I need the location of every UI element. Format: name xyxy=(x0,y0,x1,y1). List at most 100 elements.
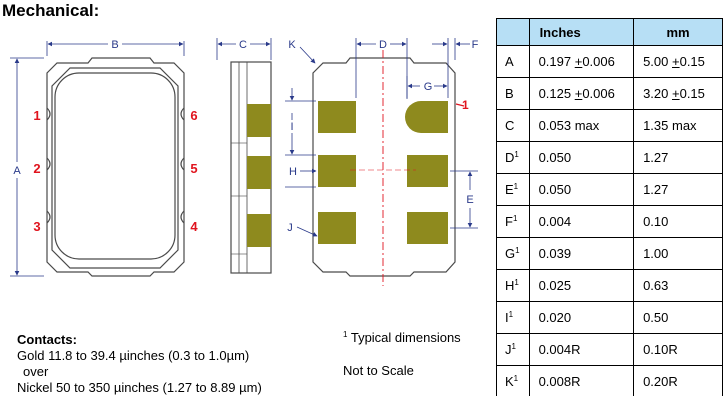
mm-cell: 1.35 max xyxy=(633,109,723,142)
side-pad xyxy=(247,104,271,137)
param-cell: B xyxy=(496,77,530,110)
mm-value: 3.20 xyxy=(643,86,672,101)
mm-value: 0.20R xyxy=(643,373,678,389)
table-row: I1 0.020 0.50 xyxy=(496,301,723,334)
param-cell: J1 xyxy=(496,333,530,366)
typical-mark: 1 xyxy=(508,310,514,319)
dimension-j: J xyxy=(287,222,318,237)
param-letter: B xyxy=(505,86,514,101)
inches-value: 0.197 xyxy=(538,54,575,69)
bottom-pads xyxy=(318,101,448,244)
mm-value: 0.63 xyxy=(643,278,669,293)
inches-cell: 0.050 xyxy=(528,173,635,206)
inches-tolerance: 0.006 xyxy=(582,86,615,101)
mm-cell: 1.27 xyxy=(633,173,723,206)
param-cell: A xyxy=(496,45,530,78)
typical-mark: 1 xyxy=(514,150,519,159)
mm-cell: 1.27 xyxy=(633,141,723,174)
param-cell: C xyxy=(496,109,530,142)
side-pad xyxy=(247,156,271,189)
inches-cell: 0.020 xyxy=(528,301,635,334)
label-c: C xyxy=(239,39,247,51)
label-j: J xyxy=(287,222,293,234)
inches-value: 0.008R xyxy=(538,373,581,389)
inches-value: 0.020 xyxy=(538,310,572,325)
pin-label-3: 3 xyxy=(33,219,40,234)
mm-cell: 0.50 xyxy=(633,301,723,334)
side-pad xyxy=(247,214,271,247)
table-row: E1 0.050 1.27 xyxy=(496,173,723,206)
mm-cell: 0.10 xyxy=(633,205,723,238)
dimension-b: B xyxy=(46,39,185,56)
contacts-line-2: over xyxy=(23,364,49,379)
pin-label-6: 6 xyxy=(190,108,197,123)
param-cell: F1 xyxy=(496,205,530,238)
mm-cell: 3.20 +0.15 xyxy=(633,77,723,110)
section-title: Mechanical: xyxy=(2,1,100,20)
mm-tolerance: 0.15 xyxy=(679,54,705,69)
typical-mark: 1 xyxy=(512,214,518,223)
mm-value: 0.50 xyxy=(643,310,669,325)
label-k: K xyxy=(288,39,296,51)
param-letter: G xyxy=(505,246,516,261)
top-view xyxy=(46,57,185,277)
pin-labels: 1 2 3 6 5 4 xyxy=(33,108,198,234)
mm-cell: 0.63 xyxy=(633,269,723,302)
table-row: G1 0.039 1.00 xyxy=(496,237,723,270)
param-letter: F xyxy=(505,214,513,229)
contacts-line-1: Gold 11.8 to 39.4 µinches (0.3 to 1.0µm) xyxy=(17,348,250,363)
inches-cell: 0.004 xyxy=(528,205,635,238)
dimension-f: F xyxy=(432,38,479,98)
contacts-heading: Contacts: xyxy=(17,332,77,347)
label-h: H xyxy=(289,166,297,178)
param-cell: I1 xyxy=(496,301,530,334)
pin-label-4: 4 xyxy=(190,219,198,234)
param-letter: E xyxy=(505,182,514,197)
contacts-line-3: Nickel 50 to 350 µinches (1.27 to 8.89 µ… xyxy=(17,380,262,395)
inches-tolerance: 0.006 xyxy=(582,54,615,69)
pin-label-2: 2 xyxy=(33,161,40,176)
bottom-view xyxy=(312,57,456,277)
param-letter: K xyxy=(505,373,514,389)
mm-value: 1.27 xyxy=(643,150,669,165)
pin-label-1: 1 xyxy=(33,108,40,123)
typical-text: Typical dimensions xyxy=(350,330,461,345)
typical-mark: 1 xyxy=(343,330,348,339)
inches-cell: 0.025 xyxy=(528,269,635,302)
typical-mark: 1 xyxy=(514,278,519,287)
label-g: G xyxy=(424,81,433,93)
inches-cell: 0.125 +0.006 xyxy=(528,77,635,110)
param-letter: D xyxy=(505,150,515,165)
table-header-row: Inches mm xyxy=(496,18,723,46)
mm-value: 1.00 xyxy=(643,246,669,261)
dimension-e: E xyxy=(450,170,478,229)
label-a: A xyxy=(13,165,21,177)
dimension-i: I xyxy=(285,88,316,156)
param-cell: K1 xyxy=(496,365,530,396)
mm-value: 1.27 xyxy=(643,182,669,197)
header-mm: mm xyxy=(633,18,723,46)
scale-note: Not to Scale xyxy=(343,363,414,378)
mm-value: 1.35 max xyxy=(643,118,697,133)
pin-label-5: 5 xyxy=(190,161,197,176)
param-letter: J xyxy=(505,342,512,357)
inches-tolerance-sign: + xyxy=(574,54,583,69)
inches-cell: 0.004R xyxy=(528,333,635,366)
param-letter: I xyxy=(505,310,509,325)
typical-dimensions-note: 1 Typical dimensions xyxy=(343,330,461,345)
inches-value: 0.025 xyxy=(538,278,572,293)
mm-cell: 0.10R xyxy=(633,333,723,366)
dimension-c: C xyxy=(216,38,272,60)
inches-value: 0.039 xyxy=(538,246,572,261)
param-cell: D1 xyxy=(496,141,530,174)
param-cell: G1 xyxy=(496,237,530,270)
param-letter: H xyxy=(505,278,515,293)
mm-tolerance-sign: + xyxy=(672,54,680,69)
typical-mark: 1 xyxy=(513,182,519,191)
